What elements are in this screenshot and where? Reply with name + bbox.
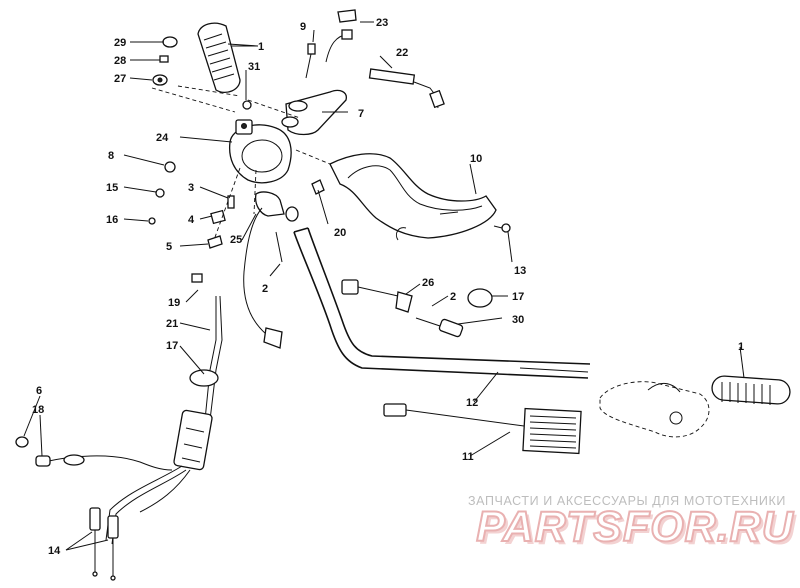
switch-wire-22 (325, 29, 445, 109)
right-grip (711, 375, 791, 405)
watermark-brand: PARTSFOR.RU (475, 502, 794, 552)
clip-20 (311, 179, 325, 195)
label-15: 15 (106, 182, 118, 194)
throttle-cable-21 (173, 273, 223, 471)
cable-ends-6-18 (15, 436, 173, 471)
label-24: 24 (156, 132, 169, 144)
label-29: 29 (114, 37, 126, 49)
left-grip (197, 22, 241, 94)
switch-30 (415, 317, 464, 338)
heater-element-11 (383, 403, 582, 455)
right-control-housing (599, 381, 710, 438)
cable-ends-14 (89, 465, 191, 581)
label-30: 30 (512, 314, 524, 326)
leader-lines (23, 21, 745, 551)
throttle-actuator-25 (254, 191, 299, 222)
label-31: 31 (248, 61, 260, 73)
connector-26 (341, 279, 413, 313)
label-22: 22 (396, 47, 408, 59)
label-13: 13 (514, 265, 526, 277)
label-18: 18 (32, 404, 44, 416)
label-27: 27 (114, 73, 126, 85)
nut-31 (242, 100, 252, 110)
washer-stack-27-29 (152, 36, 178, 86)
hand-guard-10 (329, 153, 497, 241)
label-14: 14 (48, 545, 61, 557)
label-17-right: 17 (512, 291, 524, 303)
label-6: 6 (36, 385, 42, 397)
label-17-left: 17 (166, 340, 178, 352)
label-2-left: 2 (262, 283, 268, 295)
label-3: 3 (188, 182, 194, 194)
label-7: 7 (358, 108, 364, 120)
wire-harness-2 (243, 207, 283, 349)
label-11: 11 (462, 451, 474, 463)
label-28: 28 (114, 55, 126, 67)
label-26: 26 (422, 277, 434, 289)
small-hardware-left (148, 161, 235, 249)
handlebar (293, 227, 591, 379)
label-4: 4 (188, 214, 195, 226)
left-switch-housing-24 (228, 119, 292, 184)
label-23: 23 (376, 17, 388, 29)
label-2-right: 2 (450, 291, 456, 303)
label-21: 21 (166, 318, 178, 330)
label-1-top: 1 (258, 41, 264, 53)
label-12: 12 (466, 397, 478, 409)
label-1-right: 1 (738, 341, 744, 353)
label-5: 5 (166, 241, 172, 253)
label-25: 25 (230, 234, 242, 246)
label-19: 19 (168, 297, 180, 309)
screw-13 (493, 223, 511, 233)
clamp-17 (467, 288, 493, 308)
label-16: 16 (106, 214, 118, 226)
watermark-tagline: ЗАПЧАСТИ И АКСЕССУАРЫ ДЛЯ МОТОТЕХНИКИ (468, 494, 786, 508)
brake-lever-bracket-7 (281, 89, 347, 136)
part-23-pad (337, 9, 357, 23)
label-20: 20 (334, 227, 346, 239)
label-8: 8 (108, 150, 114, 162)
bolt-9 (305, 43, 316, 79)
label-10: 10 (470, 153, 482, 165)
label-9: 9 (300, 21, 306, 33)
